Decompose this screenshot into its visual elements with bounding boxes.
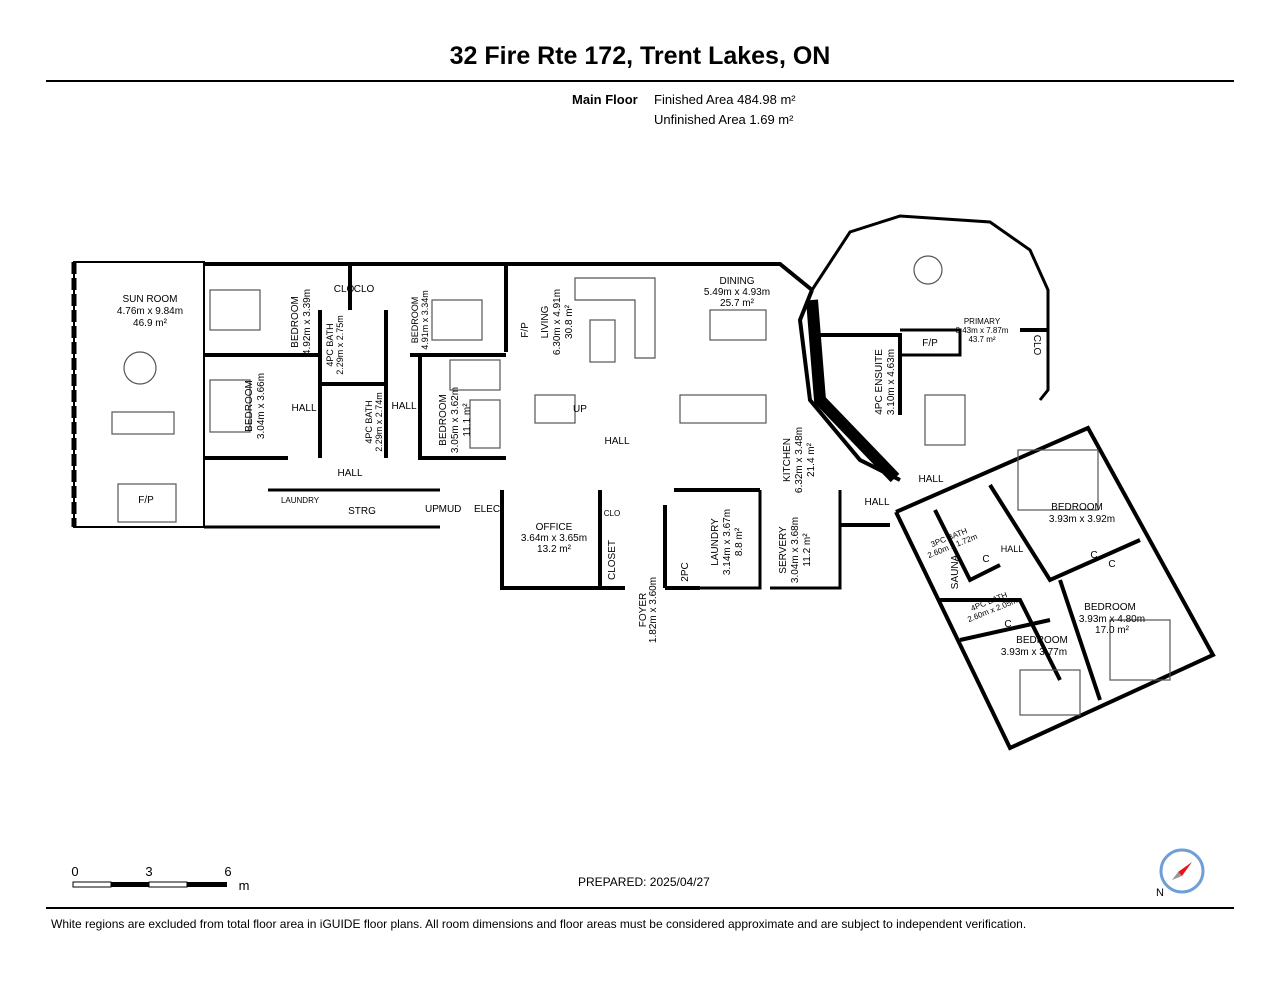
room-hall-p: HALL (918, 474, 943, 485)
room-living-name: LIVING (540, 305, 551, 338)
page-title: 32 Fire Rte 172, Trent Lakes, ON (449, 42, 831, 70)
room-ensuite-dims: 3.10m x 4.63m (886, 349, 897, 415)
scale-tick-0: 0 (71, 864, 78, 879)
compass-n-label: N (1156, 887, 1164, 899)
disclaimer-text: White regions are excluded from total fl… (51, 917, 1027, 931)
room-bedroom-nw-name: BEDROOM (290, 296, 301, 348)
room-bedroom-e1-name: BEDROOM (1051, 502, 1103, 513)
room-sun-room-name: SUN ROOM (123, 294, 178, 305)
room-bedroom-w-dims: 3.04m x 3.66m (256, 373, 267, 439)
room-hall-k: HALL (864, 497, 889, 508)
room-hall-main: HALL (604, 436, 629, 447)
room-fp-sun: F/P (138, 495, 154, 506)
room-hall-lower: HALL (337, 468, 362, 479)
room-primary-dims: 8.43m x 7.87m (956, 326, 1009, 335)
room-office-area: 13.2 m² (537, 544, 572, 555)
room-bedroom-e3-name: BEDROOM (1016, 635, 1068, 646)
room-2pc: 2PC (680, 562, 691, 581)
room-clo-primary: CLO (1031, 335, 1042, 356)
room-foyer-dims: 1.82m x 3.60m (648, 577, 659, 643)
room-kitchen-area: 21.4 m² (806, 442, 817, 477)
room-laundry-small: LAUNDRY (281, 496, 320, 505)
room-dining-dims: 5.49m x 4.93m (704, 287, 770, 298)
room-bedroom-c-dims: 3.05m x 3.62m (450, 387, 461, 453)
room-kitchen-name: KITCHEN (782, 438, 793, 482)
room-c2: C (1090, 550, 1097, 561)
room-bedroom-nw-dims: 4.92m x 3.39m (302, 289, 313, 355)
header-rule (46, 80, 1234, 82)
room-kitchen-dims: 6.32m x 3.48m (794, 427, 805, 493)
room-primary-name: PRIMARY (964, 317, 1001, 326)
unfinished-area: Unfinished Area 1.69 m² (654, 112, 794, 127)
room-up-b: UP (425, 504, 439, 515)
room-clo-b: CLO (354, 284, 375, 295)
room-bedroom-e2-name: BEDROOM (1084, 602, 1136, 613)
room-sauna: SAUNA (950, 554, 961, 589)
room-c3: C (1108, 559, 1115, 570)
room-living-area: 30.8 m² (564, 304, 575, 339)
room-c1: C (982, 554, 989, 565)
room-sun-room-area: 46.9 m² (133, 318, 168, 329)
room-ensuite-name: 4PC ENSUITE (874, 349, 885, 415)
room-dining-name: DINING (720, 276, 755, 287)
room-closet: CLOSET (607, 540, 618, 580)
room-hall-e: HALL (1001, 544, 1024, 554)
room-primary-area: 43.7 m² (968, 335, 995, 344)
room-living-dims: 6.30m x 4.91m (552, 289, 563, 355)
room-bedroom-c-area: 11.1 m² (462, 403, 473, 437)
scale-tick-3: 3 (145, 864, 152, 879)
room-c4: C (1004, 619, 1011, 630)
room-foyer-name: FOYER (638, 593, 649, 627)
room-bedroom-n2-dims: 4.91m x 3.34m (420, 290, 430, 350)
room-bedroom-e1-dims: 3.93m x 3.92m (1049, 514, 1115, 525)
compass-icon: N (1156, 848, 1205, 899)
room-bedroom-c-name: BEDROOM (438, 394, 449, 446)
room-servery-dims: 3.04m x 3.68m (790, 517, 801, 583)
room-dining-area: 25.7 m² (720, 298, 755, 309)
room-laundry-dims: 3.14m x 3.67m (722, 509, 733, 575)
footer-rule (46, 907, 1234, 909)
finished-area: Finished Area 484.98 m² (654, 92, 796, 107)
room-office-dims: 3.64m x 3.65m (521, 533, 587, 544)
room-office-name: OFFICE (536, 522, 573, 533)
room-laundry-name: LAUNDRY (710, 518, 721, 566)
room-bedroom-e2-area: 17.0 m² (1095, 625, 1130, 636)
room-clo-a: CLO (334, 284, 355, 295)
room-fp-primary: F/P (922, 338, 938, 349)
room-bedroom-e3-dims: 3.93m x 3.77m (1001, 647, 1067, 658)
room-laundry-area: 8.8 m² (734, 527, 745, 556)
room-clo-office: CLO (604, 509, 620, 518)
room-bedroom-w-name: BEDROOM (244, 380, 255, 432)
room-servery-name: SERVERY (778, 526, 789, 574)
room-bedroom-e2-dims: 3.93m x 4.80m (1079, 614, 1145, 625)
room-bedroom-n2-name: BEDROOM (410, 297, 420, 344)
room-hall-b: HALL (391, 401, 416, 412)
floor-label: Main Floor (572, 92, 638, 107)
room-4pc-bath-a-name: 4PC BATH (325, 323, 335, 366)
room-servery-area: 11.2 m² (802, 533, 813, 567)
room-up-a: UP (573, 404, 587, 415)
room-elec: ELEC (474, 504, 500, 515)
room-hall-a: HALL (291, 403, 316, 414)
room-fp-living: F/P (520, 322, 531, 338)
room-strg: STRG (348, 506, 376, 517)
scale-tick-6: 6 (224, 864, 231, 879)
room-4pc-bath-b-name: 4PC BATH (364, 400, 374, 443)
room-mud: MUD (439, 504, 462, 515)
room-4pc-bath-b-dims: 2.29m x 2.74m (374, 392, 384, 452)
room-sun-room-dims: 4.76m x 9.84m (117, 306, 183, 317)
room-4pc-bath-a-dims: 2.29m x 2.75m (335, 315, 345, 375)
prepared-date: PREPARED: 2025/04/27 (578, 875, 710, 889)
scale-bar: 0 3 6 m (71, 864, 249, 893)
scale-unit: m (239, 878, 250, 893)
